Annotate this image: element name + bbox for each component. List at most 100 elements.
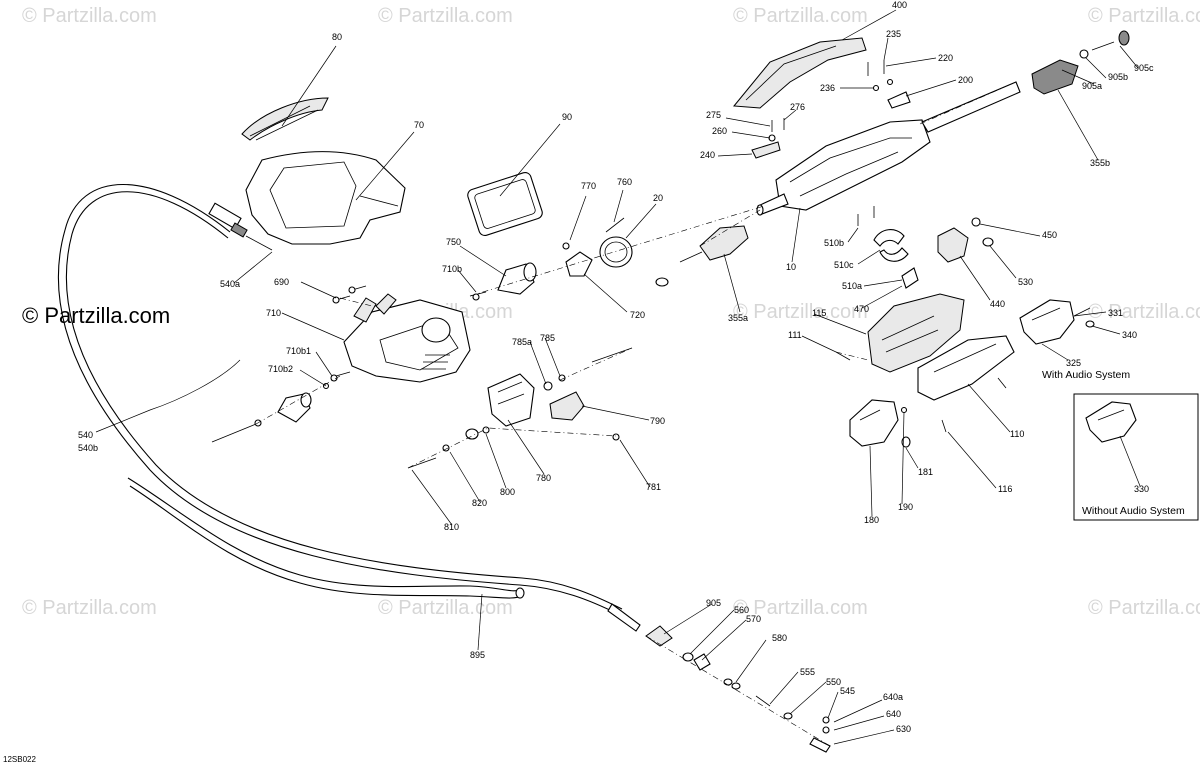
part-750-boot: [497, 262, 537, 295]
callout-110: 110: [1010, 429, 1024, 439]
watermark-text: © Partzilla.com: [733, 597, 868, 619]
callout-810: 810: [444, 522, 459, 532]
part-355b-grip: [1031, 30, 1130, 95]
part-180-181-190: [849, 399, 911, 448]
callout-510a: 510a: [842, 281, 862, 291]
watermark-text: © Partzilla.com: [378, 597, 513, 619]
part-110-cover: [917, 335, 1015, 433]
part-690-screws: [332, 285, 367, 304]
watermark-text: © Partzilla.com: [22, 597, 157, 619]
callout-785a: 785a: [512, 337, 532, 347]
part-325-331-340: [1019, 299, 1095, 345]
callout-20: 20: [653, 193, 663, 203]
throttle-cable-540: [57, 183, 641, 632]
callout-580: 580: [772, 633, 787, 643]
watermarks: © Partzilla.com © Partzilla.com © Partzi…: [22, 5, 1200, 619]
part-90-gasket: [467, 171, 543, 237]
callout-570: 570: [746, 614, 761, 624]
watermark-text: © Partzilla.com: [1088, 5, 1200, 27]
callout-640a: 640a: [883, 692, 903, 702]
part-710b1-710b2: [322, 371, 351, 390]
callout-220: 220: [938, 53, 953, 63]
part-710-housing: [343, 293, 471, 383]
callout-400: 400: [892, 0, 907, 10]
callout-905c: 905c: [1134, 63, 1154, 73]
part-440-450-530: [937, 217, 994, 263]
part-770-760-pins: [562, 217, 625, 250]
part-720-knob: [565, 251, 593, 277]
callout-905-lower: 905: [706, 598, 721, 608]
callout-260: 260: [712, 126, 727, 136]
callout-10: 10: [786, 262, 796, 272]
callout-111: 111: [788, 330, 802, 340]
callout-555: 555: [800, 667, 815, 677]
part-710b-screw: [469, 291, 487, 301]
part-540a-fitting: [208, 202, 273, 251]
watermark-text: © Partzilla.com: [22, 5, 157, 27]
callout-340: 340: [1122, 330, 1137, 340]
part-235-220-200-236: [867, 60, 911, 109]
callout-540a: 540a: [220, 279, 240, 289]
part-80-cover: [241, 97, 329, 141]
callout-331: 331: [1108, 308, 1123, 318]
part-275-276-260-240: [751, 118, 785, 159]
callout-470: 470: [854, 304, 869, 314]
callout-710b2: 710b2: [268, 364, 293, 374]
part-bolt-long: [211, 419, 262, 443]
callout-630: 630: [896, 724, 911, 734]
without-audio-note: Without Audio System: [1082, 505, 1185, 517]
callout-785: 785: [540, 333, 555, 343]
callout-780: 780: [536, 473, 551, 483]
inset-without-audio: [1073, 393, 1199, 521]
watermark-text: © Partzilla.com: [1088, 301, 1200, 323]
callout-275: 275: [706, 110, 721, 120]
part-510-clamp: [857, 206, 919, 289]
callout-770: 770: [581, 181, 596, 191]
callout-510b: 510b: [824, 238, 844, 248]
callout-240: 240: [700, 150, 715, 160]
part-355a-grip: [655, 225, 749, 287]
callout-325: 325: [1066, 358, 1081, 368]
callout-640: 640: [886, 709, 901, 719]
callout-180: 180: [864, 515, 879, 525]
figure-code: 12SB022: [3, 755, 36, 764]
callout-820: 820: [472, 498, 487, 508]
callout-440: 440: [990, 299, 1005, 309]
part-111-screw: [835, 351, 851, 361]
callout-781: 781: [646, 482, 661, 492]
part-boot-lower: [277, 392, 312, 423]
callout-905a: 905a: [1082, 81, 1102, 91]
part-780-switch: [487, 373, 535, 427]
callout-355b: 355b: [1090, 158, 1110, 168]
callout-190: 190: [898, 502, 913, 512]
callout-560: 560: [734, 605, 749, 615]
watermark-text: © Partzilla.com: [733, 301, 868, 323]
callout-276: 276: [790, 102, 805, 112]
callout-690: 690: [274, 277, 289, 287]
callout-200: 200: [958, 75, 973, 85]
callout-labels: 80 70 90 770 760 20 750 710b 720 690 540…: [78, 0, 1154, 734]
callout-116: 116: [998, 484, 1012, 494]
part-790-switch: [549, 391, 585, 421]
callout-355a: 355a: [728, 313, 748, 323]
brand-label: © Partzilla.com: [22, 303, 170, 328]
callout-905b: 905b: [1108, 72, 1128, 82]
part-400-cover: [733, 37, 867, 109]
callout-550: 550: [826, 677, 841, 687]
callout-710b: 710b: [442, 264, 462, 274]
part-70-visor: [245, 151, 406, 245]
part-905-560-570-580: [645, 625, 831, 753]
callout-530: 530: [1018, 277, 1033, 287]
part-115-cover: [867, 293, 965, 373]
callout-545: 545: [840, 686, 855, 696]
callout-710: 710: [266, 308, 281, 318]
part-800-820-810: [407, 426, 620, 469]
callout-235: 235: [886, 29, 901, 39]
callout-330: 330: [1134, 484, 1149, 494]
callout-750: 750: [446, 237, 461, 247]
watermark-text: © Partzilla.com: [733, 5, 868, 27]
callout-800: 800: [500, 487, 515, 497]
callout-895: 895: [470, 650, 485, 660]
cable-housing-895: [127, 477, 525, 599]
with-audio-note: With Audio System: [1042, 369, 1130, 381]
